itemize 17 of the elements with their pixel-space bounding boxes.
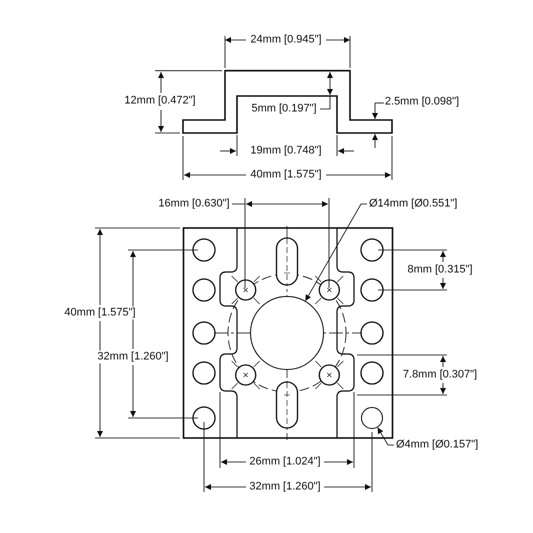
dimension-label: 32mm [1.260"] xyxy=(248,480,322,494)
leader-line xyxy=(377,427,394,446)
dimension-label: 19mm [0.748"] xyxy=(249,144,323,158)
dimension-label: 24mm [0.945"] xyxy=(249,34,323,46)
dimension-label: 12mm [0.472"] xyxy=(123,94,197,108)
dimension-label: Ø14mm [Ø0.551"] xyxy=(368,198,458,210)
dimension-label: 16mm [0.630"] xyxy=(157,198,231,210)
dimension-label: 40mm [1.575"] xyxy=(63,306,137,320)
dimension-label: 2.5mm [0.098"] xyxy=(384,96,460,108)
leader-line xyxy=(305,204,368,302)
dimension-label: 26mm [1.024"] xyxy=(248,456,322,468)
dimension-label: 40mm [1.575"] xyxy=(249,168,323,182)
dimension-label: Ø4mm [Ø0.157"] xyxy=(395,438,480,452)
dimension-label: 8mm [0.315"] xyxy=(406,264,474,276)
dimension-label: 7.8mm [0.307"] xyxy=(402,368,478,382)
dimension-label: 32mm [1.260"] xyxy=(96,350,170,364)
dimension-label: 5mm [0.197"] xyxy=(250,102,318,116)
